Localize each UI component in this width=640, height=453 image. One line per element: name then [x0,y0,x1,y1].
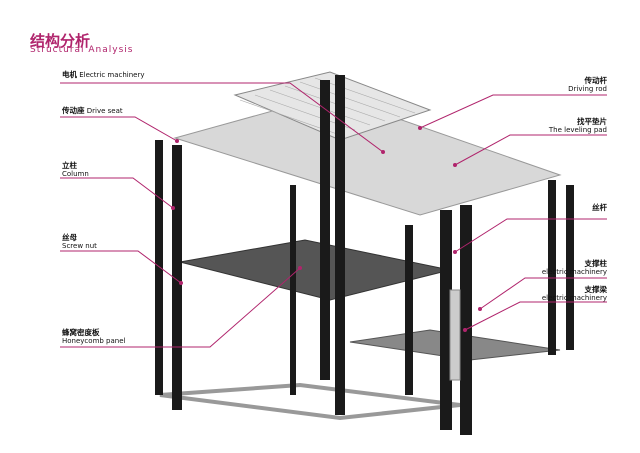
top-grating [233,71,432,141]
title-cn: 结构分析 [30,32,91,50]
label-screw-rod: 丝杆 [592,203,607,212]
label-drive-seat: 传动座 Drive seat [62,106,123,115]
label-electric-machinery: 电机 Electric machinery [62,70,145,79]
title-en: Structural Analysis [30,45,134,55]
base-frame [159,382,461,421]
